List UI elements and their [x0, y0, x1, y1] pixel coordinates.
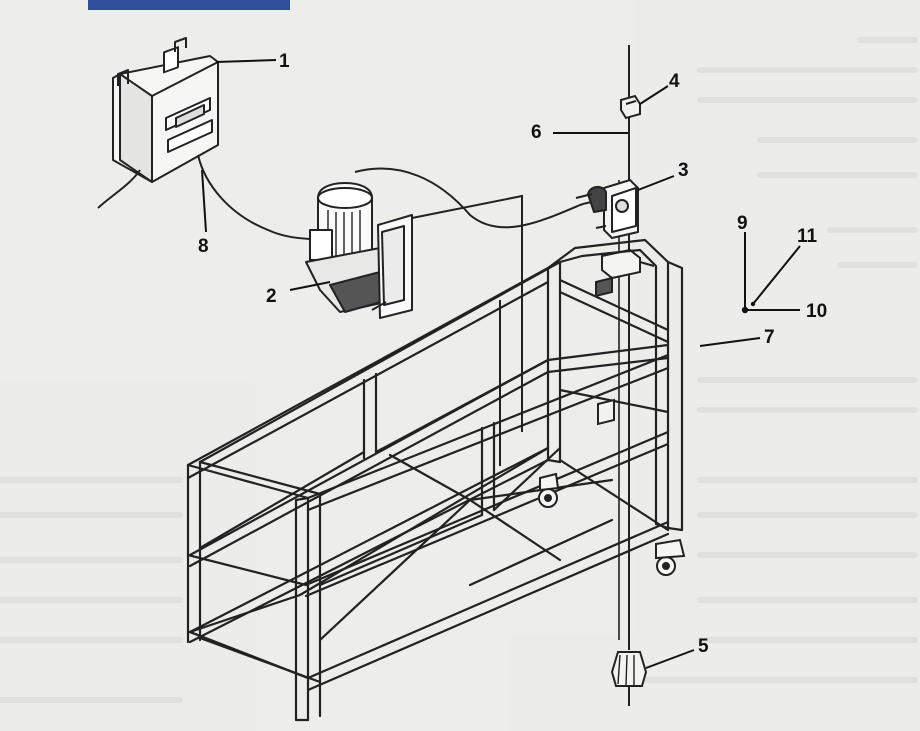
callout-1: 1	[279, 51, 290, 72]
heavy-hammer	[610, 651, 648, 706]
callout-6: 6	[531, 122, 542, 143]
callout-11: 11	[797, 226, 818, 247]
control-box	[112, 37, 219, 183]
leader-lines	[201, 59, 801, 669]
castor-wheels	[538, 472, 686, 576]
platform-frame	[186, 238, 684, 722]
callout-8: 8	[198, 236, 209, 257]
callout-5: 5	[698, 636, 709, 657]
hoist-motor	[305, 182, 413, 319]
callout-labels: 1 2 3 4 5 6 7 8 9 10 11	[198, 51, 827, 657]
callout-3: 3	[678, 160, 689, 181]
back-panel	[411, 194, 523, 466]
header-bar	[88, 0, 290, 10]
rope-clamp	[620, 94, 641, 120]
callout-7: 7	[764, 327, 775, 348]
callout-9: 9	[737, 213, 748, 234]
rail-bracket	[597, 398, 615, 426]
safety-lock	[575, 179, 639, 239]
callout-4: 4	[669, 71, 680, 92]
callout-2: 2	[266, 286, 277, 307]
callout-10: 10	[806, 301, 827, 322]
